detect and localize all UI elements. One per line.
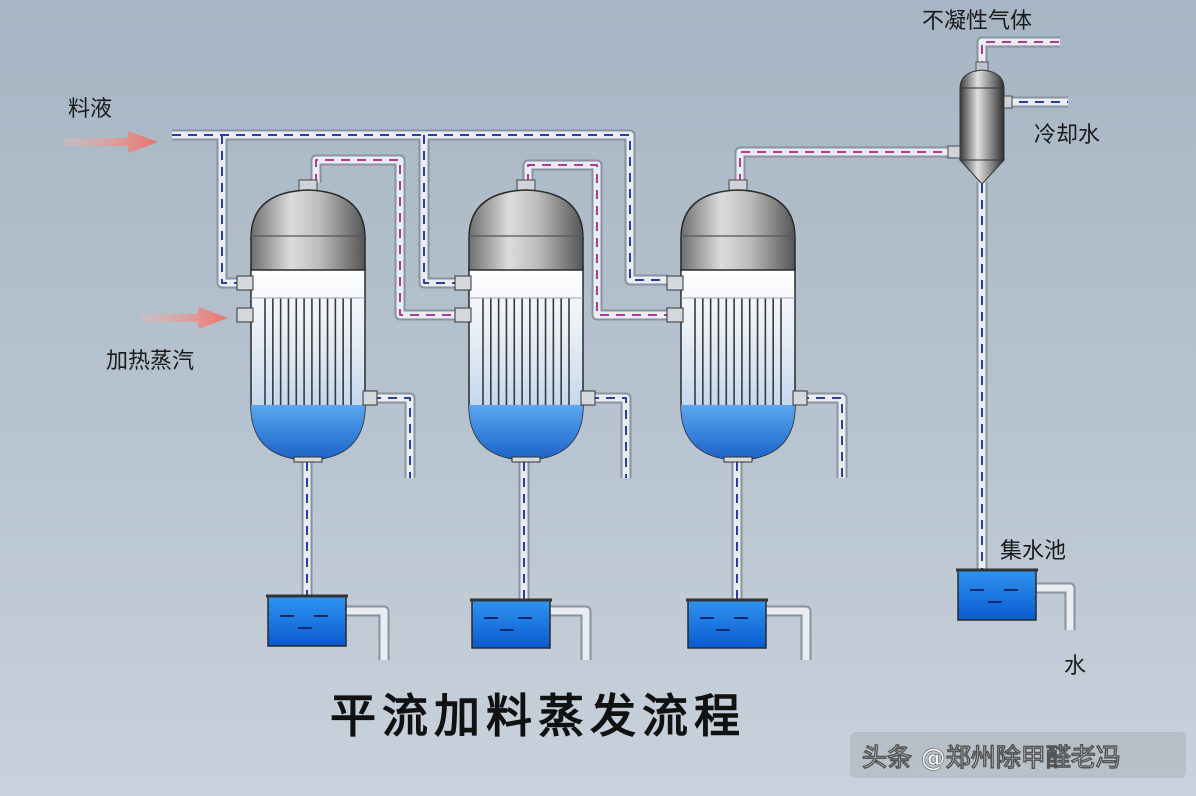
cooling-water-label: 冷却水 (1034, 123, 1100, 148)
evaporator-1 (236, 179, 378, 463)
condenser (947, 61, 1013, 185)
water-label: 水 (1064, 654, 1086, 679)
steam-arrow (140, 307, 228, 329)
evaporator-2 (454, 179, 596, 463)
condensate-tank-2 (470, 598, 552, 649)
condensate-tanks (266, 568, 1038, 649)
condensate-tank-3 (686, 598, 768, 649)
watermark-text: 头条 @郑州除甲醛老冯 (862, 743, 1121, 772)
watermark: 头条 @郑州除甲醛老冯 (850, 732, 1186, 778)
non-condensable-gas-label: 不凝性气体 (922, 9, 1032, 34)
heating-steam-label: 加热蒸汽 (106, 349, 194, 374)
condensate-tank-1 (266, 594, 348, 647)
diagram-title: 平流加料蒸发流程 (330, 689, 746, 743)
feed-arrow (64, 131, 158, 153)
evaporators (236, 179, 808, 463)
water-collection-tank (956, 568, 1038, 621)
feed-label: 料液 (68, 97, 112, 122)
pipe-network (172, 36, 1076, 660)
water-collection-tank-label: 集水池 (1000, 539, 1066, 564)
evaporator-3 (666, 179, 808, 463)
